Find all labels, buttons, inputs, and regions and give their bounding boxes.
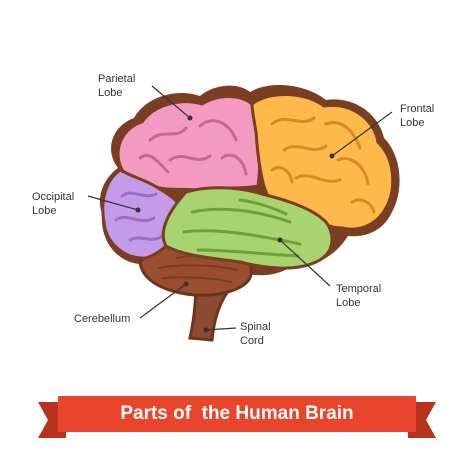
frontal-leader [331, 111, 393, 157]
spinal-leader [205, 327, 237, 331]
cerebellum-dot [183, 281, 189, 287]
occipital-dot [135, 207, 141, 213]
cerebellum-label: Cerebellum [74, 313, 131, 325]
leader-lines [87, 85, 393, 331]
banner-title: Parts of the Human Brain [120, 403, 354, 424]
title-banner [38, 396, 436, 438]
temporal-label: Temporal Lobe [336, 283, 382, 309]
parietal-leader [151, 85, 191, 119]
spinal-cord-label: Spinal Cord [240, 321, 271, 347]
occipital-label: Occipital Lobe [32, 191, 75, 217]
parietal-dot [187, 115, 193, 121]
temporal-dot [277, 237, 283, 243]
frontal-dot [329, 153, 335, 159]
temporal-lobe [161, 186, 334, 270]
parietal-label: Parietal Lobe [98, 73, 136, 99]
occipital-leader [87, 195, 139, 211]
frontal-label: Frontal Lobe [400, 103, 435, 129]
frontal-lobe [250, 93, 395, 231]
temporal-leader [279, 239, 331, 287]
spinal-dot [203, 327, 209, 333]
cerebellum-leader [139, 283, 187, 319]
